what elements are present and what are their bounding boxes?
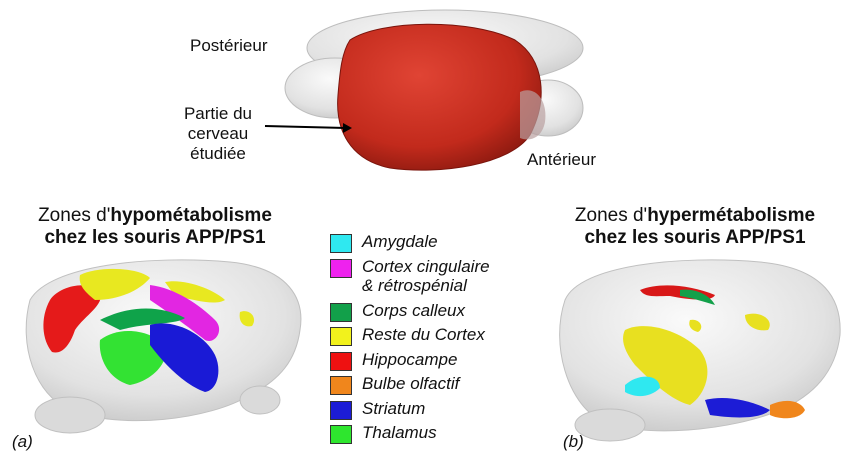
top-brain-model — [285, 10, 583, 170]
panel-b-tag: (b) — [563, 432, 584, 452]
panel-a-heading-line2: chez les souris APP/PS1 — [44, 227, 265, 248]
legend-label: Cortex cingulaire & rétrospénial — [362, 257, 490, 295]
legend-item-corps-calleux: Corps calleux — [330, 301, 540, 326]
panel-a-tag: (a) — [12, 432, 33, 452]
legend-label: Bulbe olfactif — [362, 374, 459, 393]
brain-a-model — [26, 260, 301, 433]
label-posterior: Postérieur — [190, 36, 267, 56]
legend-swatch — [330, 401, 352, 420]
legend-item-amygdale: Amygdale — [330, 232, 540, 257]
region-legend: Amygdale Cortex cingulaire & rétrospénia… — [330, 232, 540, 448]
studied-part-arrow — [265, 123, 352, 133]
legend-item-hippocampe: Hippocampe — [330, 350, 540, 375]
legend-item-bulbe-olfactif: Bulbe olfactif — [330, 374, 540, 399]
legend-item-striatum: Striatum — [330, 399, 540, 424]
panel-a-heading-bold: hypométabolisme — [110, 205, 272, 226]
legend-swatch — [330, 303, 352, 322]
panel-b-heading-bold: hypermétabolisme — [647, 205, 815, 226]
label-anterior: Antérieur — [527, 150, 596, 170]
legend-item-cortex-cingulaire: Cortex cingulaire & rétrospénial — [330, 257, 540, 301]
legend-item-reste-du-cortex: Reste du Cortex — [330, 325, 540, 350]
label-studied-part: Partie du cerveau étudiée — [172, 104, 264, 164]
legend-label: Reste du Cortex — [362, 325, 485, 344]
label-studied-line-3: étudiée — [172, 144, 264, 164]
panel-b-heading-prefix: Zones d' — [575, 205, 647, 226]
panel-a-heading-prefix: Zones d' — [38, 205, 110, 226]
legend-label: Thalamus — [362, 423, 437, 442]
legend-swatch — [330, 352, 352, 371]
studied-brain-region — [338, 24, 542, 170]
panel-b-heading-line2: chez les souris APP/PS1 — [584, 227, 805, 248]
legend-label: Hippocampe — [362, 350, 457, 369]
label-studied-line-1: Partie du — [172, 104, 264, 124]
legend-label: Amygdale — [362, 232, 438, 251]
legend-swatch — [330, 234, 352, 253]
legend-item-thalamus: Thalamus — [330, 423, 540, 448]
legend-swatch — [330, 327, 352, 346]
brain-b-model — [560, 260, 841, 441]
legend-swatch — [330, 425, 352, 444]
legend-label: Striatum — [362, 399, 425, 418]
panel-b-heading: Zones d'hypermétabolisme chez les souris… — [540, 205, 848, 249]
legend-label: Corps calleux — [362, 301, 465, 320]
legend-swatch — [330, 376, 352, 395]
panel-a-heading: Zones d'hypométabolisme chez les souris … — [0, 205, 310, 249]
legend-swatch — [330, 259, 352, 278]
label-studied-line-2: cerveau — [172, 124, 264, 144]
